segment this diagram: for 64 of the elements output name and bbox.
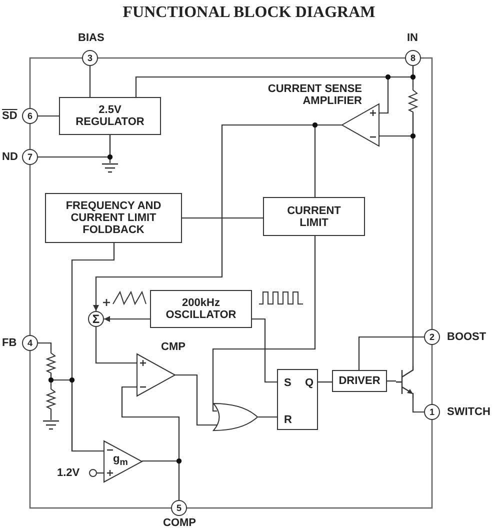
pin-label: SWITCH [447, 406, 490, 418]
amplifier-label: g$_{m}$ [113, 453, 129, 468]
summing-junction [88, 311, 104, 327]
wire [95, 327, 137, 364]
wire [38, 115, 59, 117]
pin-circle [424, 329, 440, 345]
wire [412, 398, 424, 413]
wire [358, 336, 424, 370]
wire [109, 135, 111, 163]
wire [89, 66, 91, 97]
pin-number: 4 [27, 338, 32, 348]
wire [318, 381, 332, 383]
arrow [104, 316, 150, 322]
block-label: DRIVER [338, 375, 380, 387]
pin-label: SD [2, 110, 18, 122]
pin-circle [22, 108, 38, 124]
port-label: Q [305, 377, 314, 389]
pin-label: 1.2V [57, 467, 80, 479]
pin-circle [405, 50, 421, 66]
wire [50, 410, 52, 420]
pin-number: 6 [27, 111, 32, 121]
sum-sign: Σ [92, 314, 100, 324]
pin-circle [171, 500, 187, 516]
port-label: R [284, 414, 292, 426]
block-label: CURRENT LIMIT [286, 204, 342, 228]
wire [182, 217, 263, 219]
block-box [150, 290, 252, 328]
pin-circle [82, 50, 98, 66]
pin-number: 3 [87, 53, 92, 63]
port-label: S [284, 377, 292, 389]
wire [412, 113, 414, 366]
wire [175, 374, 218, 426]
pin-circle [22, 335, 38, 351]
pin-number: 7 [27, 152, 32, 162]
pin-circle [22, 149, 38, 165]
diagram-title: FUNCTIONAL BLOCK DIAGRAM [122, 4, 376, 22]
wire [252, 318, 277, 383]
pin-label: IN [407, 32, 418, 44]
wire [50, 374, 104, 452]
block-box [45, 193, 182, 243]
wire [412, 66, 414, 87]
wire [38, 342, 52, 350]
flip-flop-box [277, 369, 318, 430]
block-box [59, 97, 161, 135]
pin-number: 2 [429, 332, 434, 342]
pin-label: BIAS [78, 32, 104, 44]
amplifier-label: CURRENT SENSE AMPLIFIER [266, 83, 362, 107]
wire [212, 236, 316, 412]
pin-number: 5 [176, 503, 182, 513]
block-box [263, 197, 365, 236]
pin-circle [424, 404, 440, 420]
wire [258, 416, 277, 418]
pin-label: BOOST [447, 331, 486, 343]
block-label: 200kHz OSCILLATOR [164, 297, 238, 321]
block-label: FREQUENCY AND CURRENT LIMIT FOLDBACK [64, 200, 162, 236]
amplifier-label: CMP [161, 341, 186, 353]
block-box [332, 370, 387, 392]
pin-number: 8 [410, 53, 416, 63]
pin-number: 1 [429, 407, 434, 417]
pin-label: FB [2, 337, 17, 349]
pin-label: ND [2, 151, 18, 163]
wire [387, 380, 396, 382]
pin-label: COMP [163, 517, 196, 529]
block-label: 2.5V REGULATOR [74, 104, 146, 128]
